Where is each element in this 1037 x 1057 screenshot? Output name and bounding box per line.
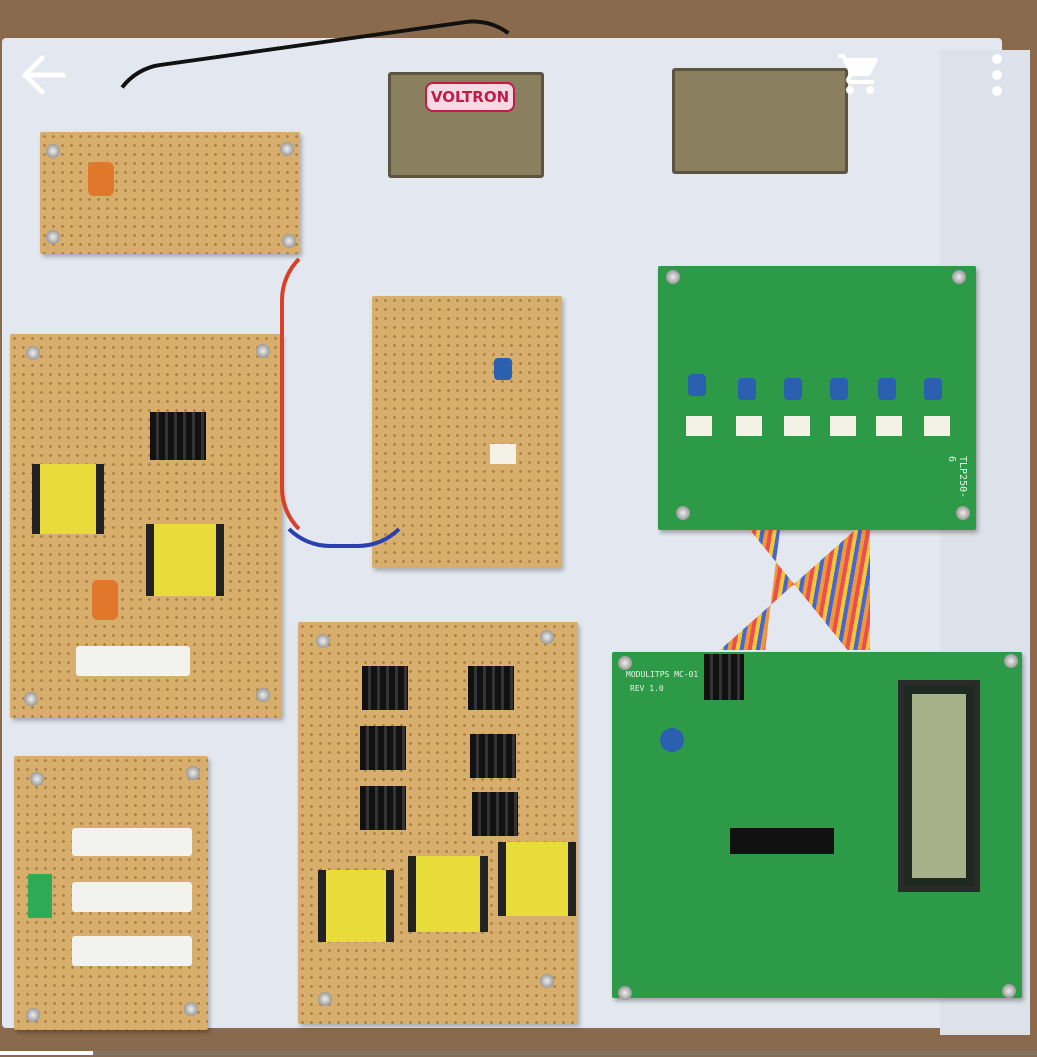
video-progress-fill (0, 1051, 94, 1055)
transformer-right (672, 68, 848, 174)
power-supply-board (10, 334, 282, 718)
inverter-board (298, 622, 578, 1024)
resistor-board (14, 756, 208, 1030)
more-vertical-icon (992, 54, 1002, 96)
video-progress-bar[interactable] (0, 1051, 1037, 1055)
controller-board: MODULITPS MC-01 REV 1.0 (612, 652, 1022, 998)
shopping-cart-icon (838, 54, 879, 94)
transformer-brand-label: VOLTRON (425, 82, 515, 112)
more-options-button[interactable] (986, 52, 1008, 102)
arrow-left-icon (22, 55, 66, 95)
controller-board-model: MODULITPS MC-01 (626, 670, 699, 679)
controller-board-revision: REV 1.0 (630, 684, 664, 693)
cart-button[interactable] (836, 50, 884, 102)
back-button[interactable] (20, 54, 66, 100)
rectifier-board (40, 132, 300, 254)
transformer-left (388, 72, 544, 178)
driver-board-label: TLP250-6 (946, 456, 968, 499)
gate-driver-board: TLP250-6 (658, 266, 976, 530)
lcd-display (898, 680, 980, 892)
